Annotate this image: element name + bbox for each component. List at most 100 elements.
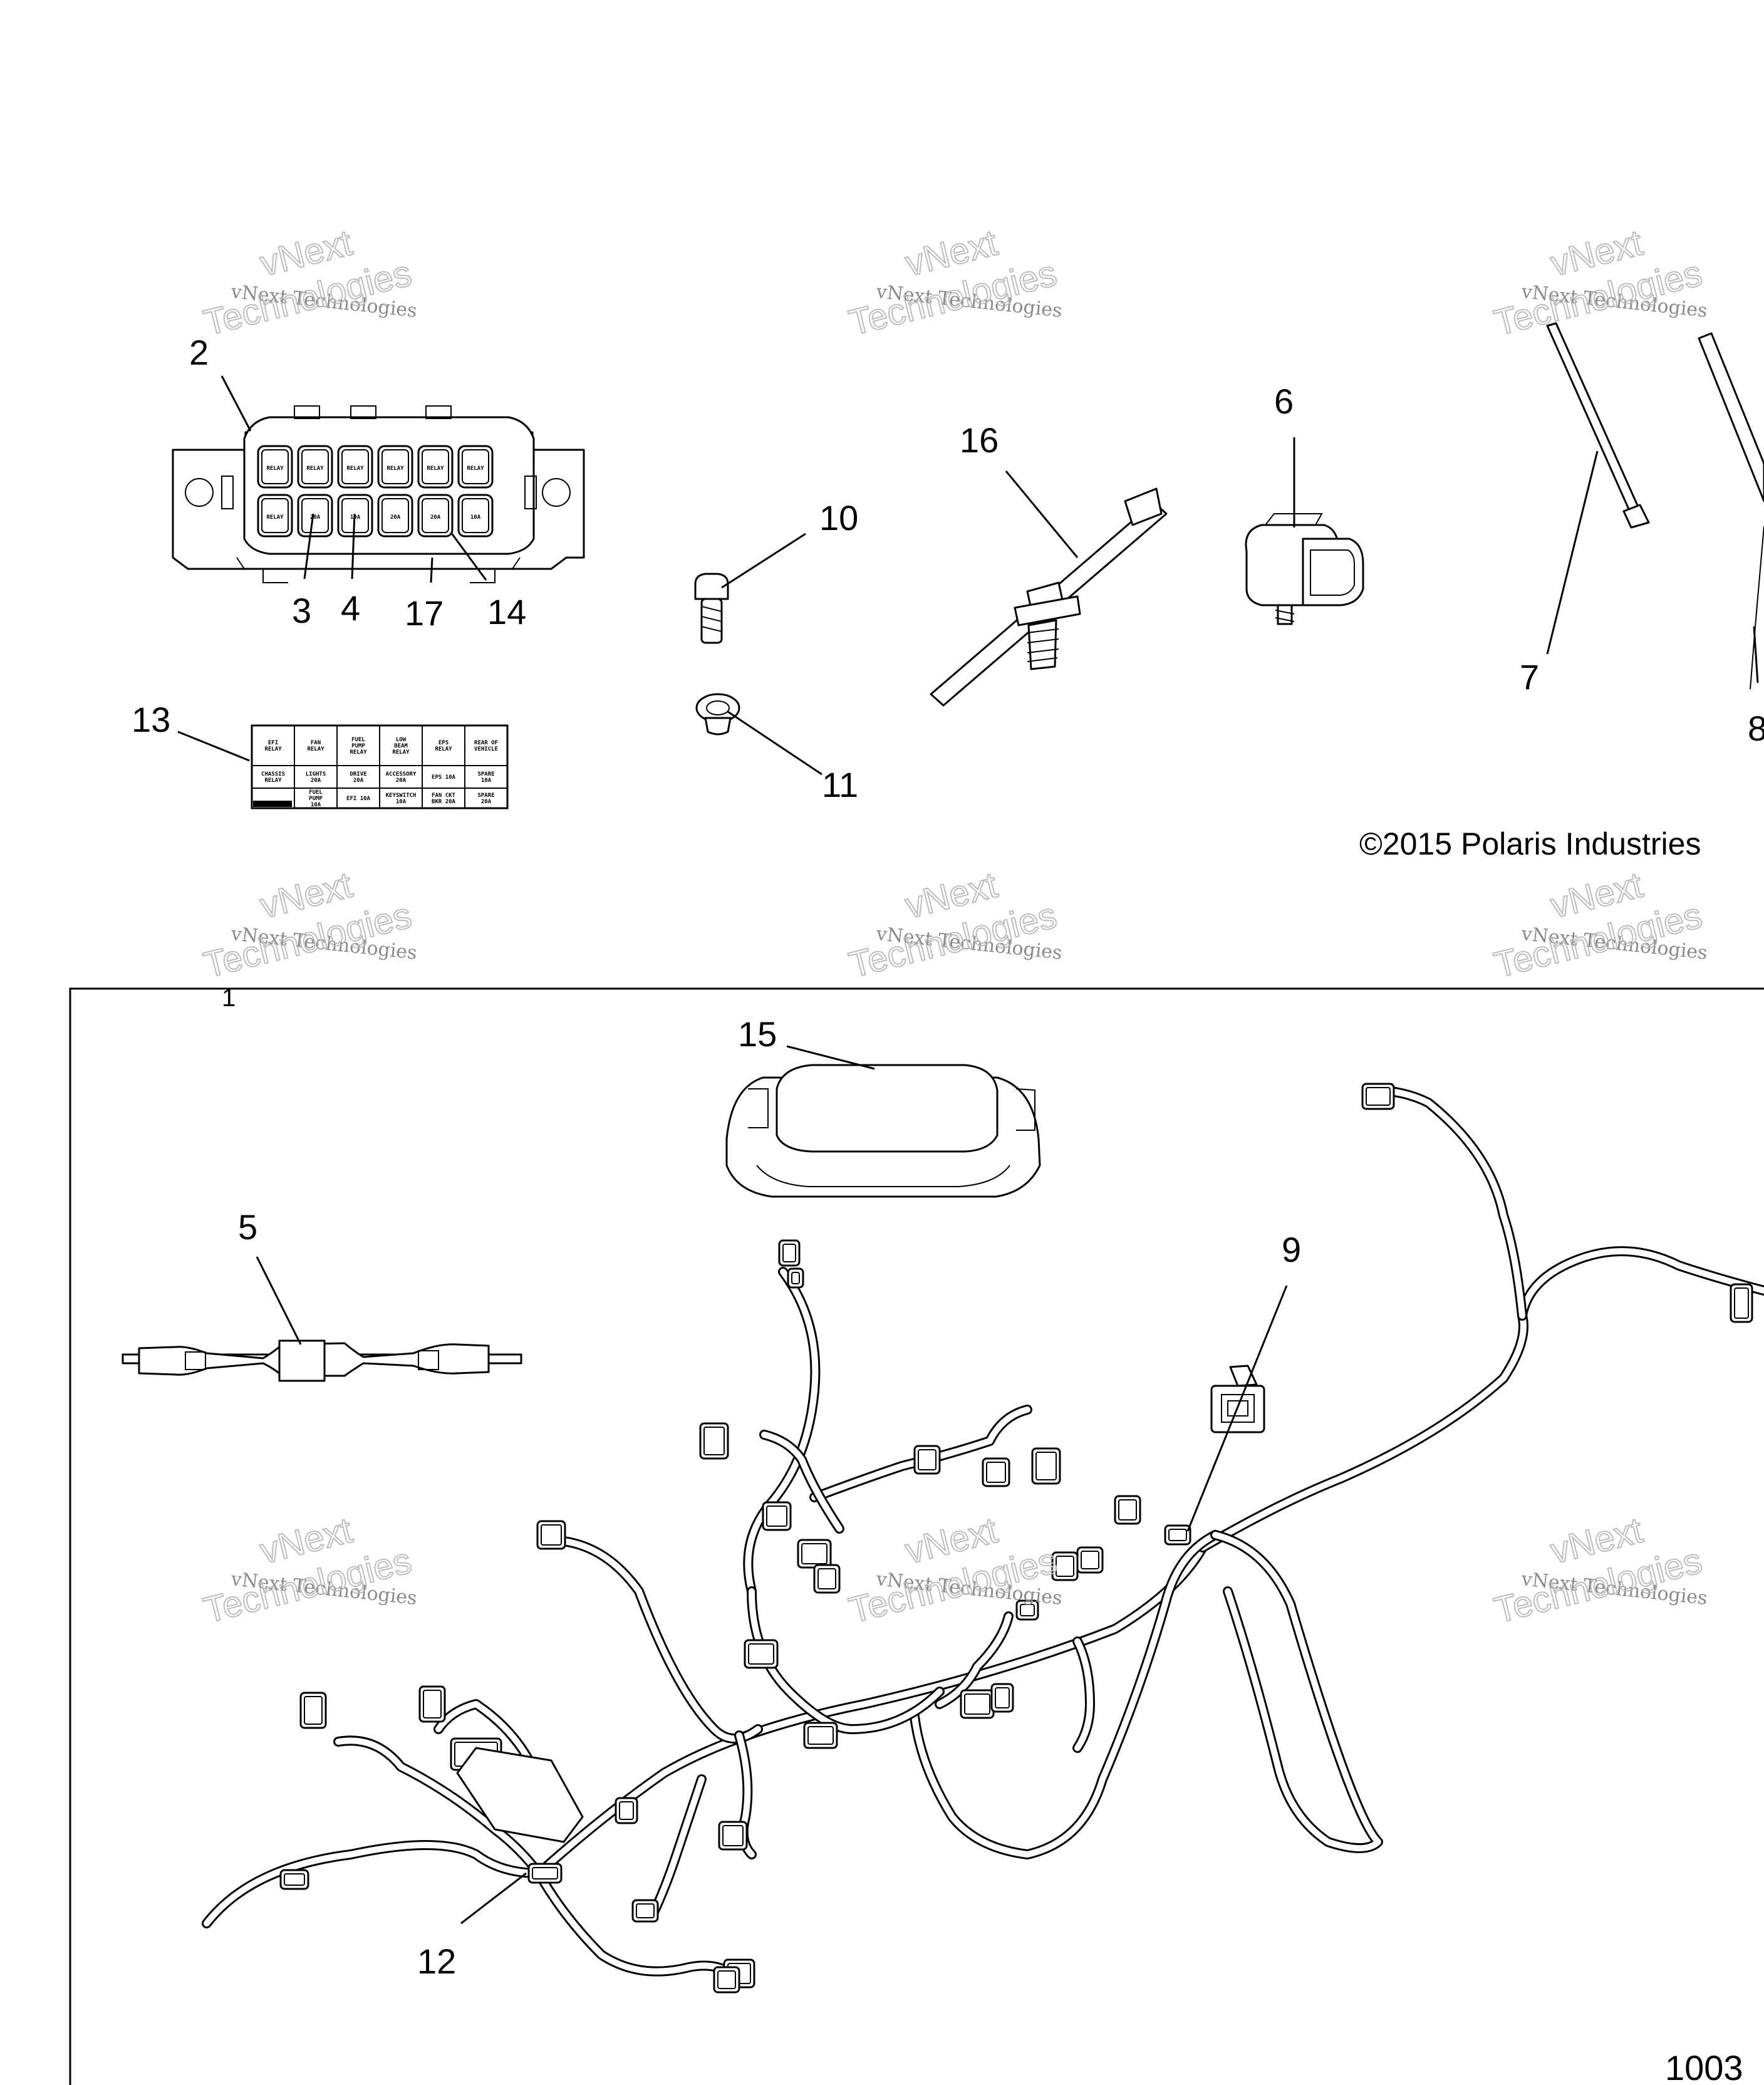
harness-connector bbox=[1114, 1495, 1141, 1525]
copyright-notice: ©2015 Polaris Industries bbox=[1359, 826, 1701, 861]
harness-connector bbox=[1164, 1524, 1191, 1546]
inline-fuse-holder bbox=[122, 1339, 522, 1382]
fuse-box-cover bbox=[725, 1064, 1041, 1198]
callout-12: 12 bbox=[417, 1942, 456, 1981]
harness-connector bbox=[718, 1821, 748, 1851]
callout-7: 7 bbox=[1520, 657, 1539, 697]
callout-13: 13 bbox=[132, 700, 170, 739]
harness-connector bbox=[1076, 1546, 1104, 1574]
callout-16: 16 bbox=[960, 420, 999, 460]
callout-1: 1 bbox=[222, 984, 236, 1012]
harness-connector bbox=[631, 1899, 659, 1923]
harness-connector bbox=[982, 1457, 1010, 1487]
relay-slot-label: 20A bbox=[430, 514, 441, 521]
harness-connector bbox=[1361, 1083, 1395, 1110]
relay-slot: 10A bbox=[457, 494, 494, 538]
harness-connector bbox=[787, 1267, 804, 1289]
callout-4: 4 bbox=[341, 588, 360, 628]
relay-fuse-box: RELAY RELAY RELAY RELAY RELAY RELAY RELAY 20A 10… bbox=[172, 405, 585, 583]
harness-connector bbox=[762, 1501, 792, 1531]
relay-slot: RELAY bbox=[257, 494, 293, 538]
relay-slot-label: 10A bbox=[350, 514, 361, 521]
harness-connector bbox=[713, 1966, 740, 1994]
callout-3: 3 bbox=[292, 591, 311, 630]
callout-11: 11 bbox=[822, 765, 858, 804]
relay-slot: 20A bbox=[417, 494, 454, 538]
diagnostic-connector bbox=[1210, 1365, 1265, 1433]
harness-connector bbox=[699, 1422, 729, 1460]
callout-5: 5 bbox=[238, 1207, 257, 1247]
harness-connector bbox=[803, 1722, 838, 1749]
cable-tie-short bbox=[1546, 322, 1650, 529]
cable-tie-long bbox=[1698, 332, 1764, 690]
relay-slot-label: RELAY bbox=[266, 514, 284, 521]
harness-frame bbox=[69, 987, 1764, 2085]
callout-17: 17 bbox=[405, 593, 444, 633]
harness-connector bbox=[527, 1863, 563, 1884]
leader-lines bbox=[177, 375, 1759, 1925]
callout-10: 10 bbox=[819, 498, 858, 538]
relay-slot-label: 10A bbox=[470, 514, 481, 521]
document-number: 1003 bbox=[1665, 2048, 1743, 2085]
harness-connector bbox=[778, 1239, 801, 1267]
relay-slot: 20A bbox=[377, 494, 413, 538]
callout-numbers: 2 3 4 17 14 10 11 16 6 7 8 13 15 5 9 12 … bbox=[132, 333, 1764, 1981]
callout-8: 8 bbox=[1748, 709, 1764, 748]
relay-slot: RELAY bbox=[377, 445, 413, 489]
harness-connector bbox=[279, 1869, 309, 1890]
harness-connector bbox=[990, 1683, 1014, 1713]
harness-connector bbox=[536, 1520, 566, 1550]
relay-slot: RELAY bbox=[337, 445, 373, 489]
callout-9: 9 bbox=[1282, 1230, 1301, 1269]
harness-connector bbox=[913, 1445, 941, 1475]
grommet bbox=[695, 693, 740, 736]
relay-slot-label: RELAY bbox=[346, 465, 364, 472]
relay-slot: RELAY bbox=[257, 445, 293, 489]
relay-slot-label: 20A bbox=[390, 514, 401, 521]
harness-connector bbox=[744, 1639, 779, 1669]
harness-connector bbox=[1031, 1447, 1061, 1485]
main-wire-harness bbox=[202, 1083, 1764, 1994]
relay-slot: RELAY bbox=[297, 445, 333, 489]
relay-slot-label: RELAY bbox=[427, 465, 444, 472]
cable-tie-push-mount bbox=[930, 487, 1168, 707]
relay-slot-label: 20A bbox=[310, 514, 321, 521]
harness-connector bbox=[615, 1797, 638, 1824]
harness-connector bbox=[1015, 1599, 1039, 1621]
relay-slot: RELAY bbox=[417, 445, 454, 489]
relay-slot: RELAY bbox=[457, 445, 494, 489]
connector-clip bbox=[1245, 513, 1364, 625]
relay-slot-label: RELAY bbox=[306, 465, 324, 472]
bolt bbox=[694, 573, 729, 644]
callout-14: 14 bbox=[487, 592, 526, 632]
harness-connector bbox=[1730, 1283, 1753, 1323]
relay-slot: 20A bbox=[297, 494, 333, 538]
harness-relay-module bbox=[456, 1747, 584, 1843]
callout-6: 6 bbox=[1274, 382, 1294, 421]
callout-15: 15 bbox=[738, 1014, 777, 1054]
fuse-label-cell: EFI 10A bbox=[346, 796, 371, 802]
relay-slot-label: RELAY bbox=[387, 465, 404, 472]
